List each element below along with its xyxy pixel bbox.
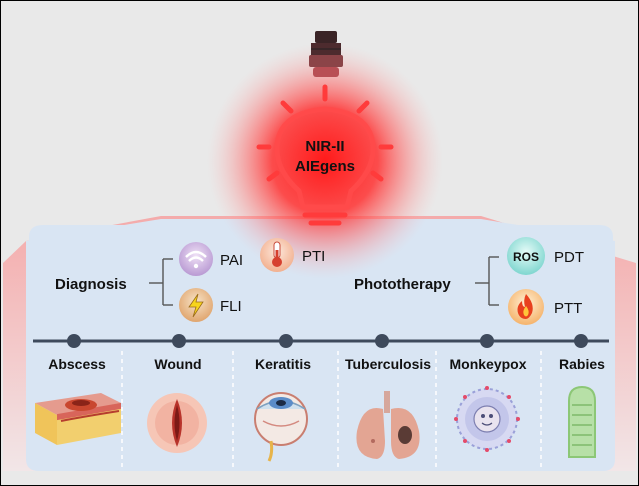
timeline-node bbox=[279, 334, 293, 348]
fli-label: FLI bbox=[220, 298, 242, 315]
timeline-node bbox=[67, 334, 81, 348]
ptt-label: PTT bbox=[554, 300, 582, 317]
timeline-nodes bbox=[67, 334, 588, 348]
phototherapy-label: Phototherapy bbox=[354, 276, 451, 293]
center-title-line2: AIEgens bbox=[295, 158, 355, 175]
disease-label: Keratitis bbox=[255, 356, 311, 372]
camera-icon bbox=[309, 31, 343, 77]
nir-glow bbox=[207, 43, 443, 279]
center-title-line1: NIR-II bbox=[305, 138, 344, 155]
ros-icon-text: ROS bbox=[513, 250, 539, 264]
thermometer-icon bbox=[260, 238, 294, 272]
eye-icon bbox=[254, 392, 308, 462]
disease-label: Rabies bbox=[559, 356, 605, 372]
column-dividers bbox=[121, 351, 542, 467]
diagnosis-bracket bbox=[149, 258, 173, 306]
disease-label: Monkeypox bbox=[449, 356, 526, 372]
disease-label: Tuberculosis bbox=[345, 356, 431, 372]
pdt-label: PDT bbox=[554, 249, 584, 266]
timeline-node bbox=[375, 334, 389, 348]
disease-label: Wound bbox=[154, 356, 201, 372]
disease-label: Abscess bbox=[48, 356, 106, 372]
timeline-node bbox=[574, 334, 588, 348]
wifi-signal-icon bbox=[179, 242, 213, 276]
light-bulb-icon bbox=[256, 84, 394, 226]
diagnosis-label: Diagnosis bbox=[55, 276, 127, 293]
lightning-bolt-icon bbox=[179, 288, 213, 322]
lungs-icon bbox=[356, 391, 420, 459]
rabies-virus-icon bbox=[568, 385, 596, 458]
wound-icon bbox=[147, 393, 207, 453]
timeline-node bbox=[480, 334, 494, 348]
ros-icon: ROS bbox=[507, 237, 545, 275]
skin-tissue-icon bbox=[35, 393, 121, 445]
pai-label: PAI bbox=[220, 252, 243, 269]
phototherapy-bracket bbox=[475, 256, 499, 306]
flame-icon bbox=[508, 289, 544, 325]
pti-label: PTI bbox=[302, 248, 325, 265]
timeline-node bbox=[172, 334, 186, 348]
virus-icon bbox=[454, 386, 520, 452]
